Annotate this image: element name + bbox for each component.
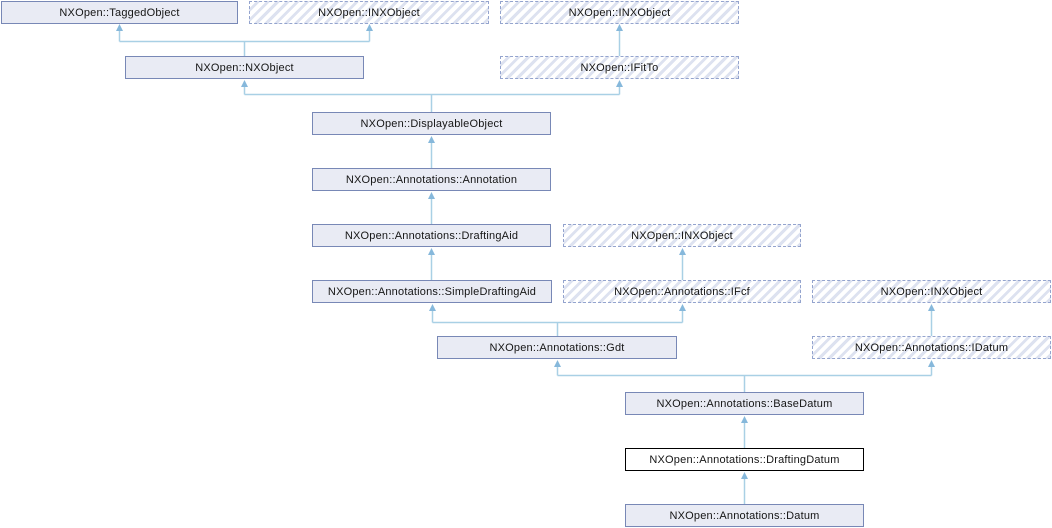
node-nxopen-annotations-annotation[interactable]: NXOpen::Annotations::Annotation bbox=[312, 168, 551, 191]
node-nxopen-nxobject[interactable]: NXOpen::NXObject bbox=[125, 56, 364, 79]
edge-basedatum-parents bbox=[554, 360, 935, 392]
edge-gdt-parents bbox=[429, 304, 686, 336]
node-nxopen-ifitto: NXOpen::IFitTo bbox=[500, 56, 739, 79]
edge-draftingdatum-parents bbox=[741, 416, 748, 448]
node-nxopen-annotations-ifcf: NXOpen::Annotations::IFcf bbox=[563, 280, 801, 303]
edge-ifcf-parents bbox=[679, 248, 686, 280]
edge-displayableobject-parents bbox=[241, 80, 623, 112]
node-nxopen-annotations-draftingaid[interactable]: NXOpen::Annotations::DraftingAid bbox=[312, 224, 551, 247]
edge-draftingaid-parents bbox=[428, 192, 435, 224]
node-nxopen-inxobject-4: NXOpen::INXObject bbox=[812, 280, 1051, 303]
node-nxopen-inxobject-2: NXOpen::INXObject bbox=[500, 1, 739, 24]
node-nxopen-annotations-simpledraftingaid[interactable]: NXOpen::Annotations::SimpleDraftingAid bbox=[312, 280, 552, 303]
node-nxopen-inxobject-3: NXOpen::INXObject bbox=[563, 224, 801, 247]
node-nxopen-annotations-datum[interactable]: NXOpen::Annotations::Datum bbox=[625, 504, 864, 527]
node-nxopen-annotations-idatum: NXOpen::Annotations::IDatum bbox=[812, 336, 1051, 359]
edge-nxobject-parents bbox=[116, 24, 373, 56]
node-nxopen-displayableobject[interactable]: NXOpen::DisplayableObject bbox=[312, 112, 551, 135]
node-nxopen-inxobject-1: NXOpen::INXObject bbox=[249, 1, 489, 24]
edge-simpledraftingaid-parents bbox=[428, 248, 435, 280]
edge-idatum-parents bbox=[928, 304, 935, 336]
node-nxopen-taggedobject[interactable]: NXOpen::TaggedObject bbox=[1, 1, 238, 24]
node-nxopen-annotations-gdt[interactable]: NXOpen::Annotations::Gdt bbox=[437, 336, 677, 359]
node-nxopen-annotations-basedatum[interactable]: NXOpen::Annotations::BaseDatum bbox=[625, 392, 864, 415]
edge-annotation-parents bbox=[428, 136, 435, 168]
edge-ifitto-parents bbox=[616, 24, 623, 56]
edge-datum-parents bbox=[741, 472, 748, 504]
node-nxopen-annotations-draftingdatum: NXOpen::Annotations::DraftingDatum bbox=[625, 448, 864, 471]
